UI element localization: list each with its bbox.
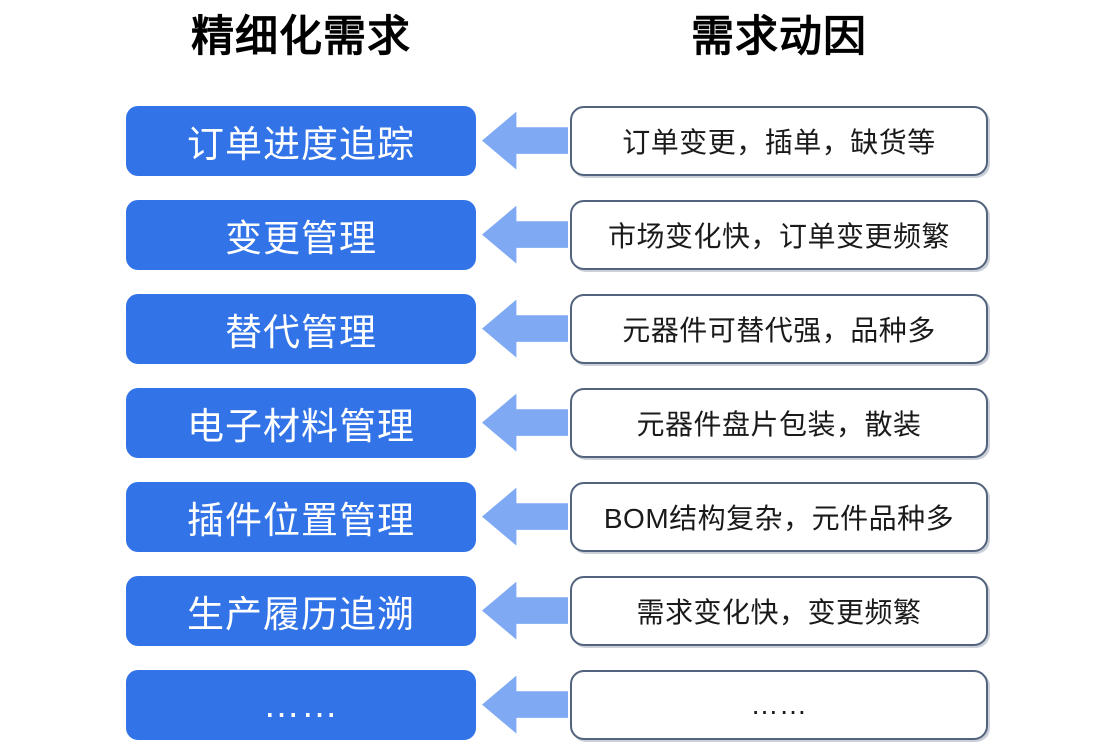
left-arrow-icon	[482, 205, 568, 264]
left-arrow-icon	[482, 299, 568, 358]
requirement-box: 变更管理	[126, 199, 476, 270]
requirement-label: 电子材料管理	[187, 405, 415, 447]
diagram-row: 替代管理 元器件可替代强，品种多	[0, 293, 1100, 364]
driver-box: BOM结构复杂，元件品种多	[570, 481, 988, 552]
diagram-row: 订单进度追踪 订单变更，插单，缺货等	[0, 105, 1100, 176]
requirement-box: 替代管理	[126, 293, 476, 364]
requirement-label: 订单进度追踪	[187, 123, 415, 165]
requirement-box: 电子材料管理	[126, 387, 476, 458]
driver-box: 元器件可替代强，品种多	[570, 293, 988, 364]
column-headers: 精细化需求 需求动因	[0, 0, 1100, 64]
driver-label: BOM结构复杂，元件品种多	[603, 502, 955, 534]
requirement-label: 插件位置管理	[187, 499, 415, 541]
diagram-row: …… ……	[0, 669, 1100, 740]
diagram-rows: 订单进度追踪 订单变更，插单，缺货等 变更管理 市场变化快，订单变更频繁 替代管…	[0, 105, 1100, 740]
left-arrow-icon	[482, 675, 568, 734]
driver-label: ……	[750, 688, 808, 720]
driver-label: 订单变更，插单，缺货等	[622, 126, 936, 158]
requirement-label: 生产履历追溯	[187, 593, 415, 635]
diagram-row: 生产履历追溯 需求变化快，变更频繁	[0, 575, 1100, 646]
driver-box: 需求变化快，变更频繁	[570, 575, 988, 646]
driver-label: 需求变化快，变更频繁	[636, 596, 922, 628]
driver-label: 元器件可替代强，品种多	[622, 314, 936, 346]
left-arrow-icon	[482, 487, 568, 546]
requirement-label: 替代管理	[225, 311, 377, 353]
driver-box: ……	[570, 669, 988, 740]
driver-label: 元器件盘片包装，散装	[636, 408, 922, 440]
requirement-label: 变更管理	[225, 217, 377, 259]
driver-box: 订单变更，插单，缺货等	[570, 105, 988, 176]
diagram-row: 变更管理 市场变化快，订单变更频繁	[0, 199, 1100, 270]
requirement-box: 生产履历追溯	[126, 575, 476, 646]
left-column-header: 精细化需求	[191, 13, 411, 61]
left-arrow-icon	[482, 393, 568, 452]
driver-box: 元器件盘片包装，散装	[570, 387, 988, 458]
diagram-row: 插件位置管理 BOM结构复杂，元件品种多	[0, 481, 1100, 552]
right-column-header: 需求动因	[691, 13, 867, 61]
requirement-box: 订单进度追踪	[126, 105, 476, 176]
left-arrow-icon	[482, 581, 568, 640]
driver-box: 市场变化快，订单变更频繁	[570, 199, 988, 270]
left-arrow-icon	[482, 111, 568, 170]
requirement-label: ……	[263, 683, 339, 725]
requirement-box: ……	[126, 669, 476, 740]
diagram-row: 电子材料管理 元器件盘片包装，散装	[0, 387, 1100, 458]
requirement-box: 插件位置管理	[126, 481, 476, 552]
driver-label: 市场变化快，订单变更频繁	[607, 220, 950, 252]
